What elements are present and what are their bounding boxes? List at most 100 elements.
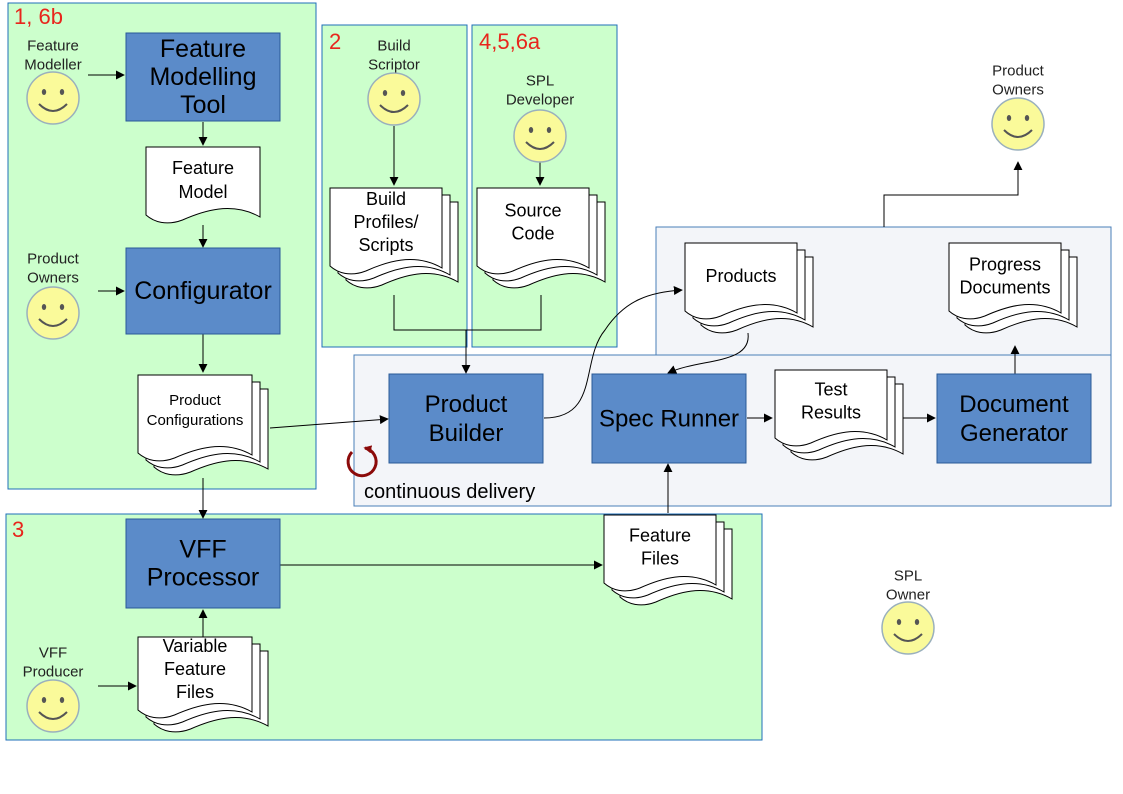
process-box	[125, 247, 281, 335]
feature-model-label-line: Feature	[172, 158, 234, 178]
connectors	[88, 70, 1023, 691]
continuous-delivery-label: continuous delivery	[364, 481, 535, 503]
spl-developer-label-line: Developer	[506, 91, 574, 108]
products-label-line: Products	[705, 266, 776, 286]
region-label-vff: 3	[12, 517, 24, 542]
smiley-face-icon	[26, 286, 80, 340]
vff-producer-actor: VFF Producer	[23, 644, 84, 733]
document-sheet	[476, 187, 590, 275]
test-results-label-line: Test	[814, 380, 847, 400]
feature-modelling-tool-label-line: Feature	[160, 35, 246, 63]
development-region	[471, 24, 618, 348]
test-results-label-line: Results	[801, 403, 861, 423]
spl-owner-label-line: Owner	[886, 586, 930, 603]
build-profiles-label-line: Scripts	[358, 235, 413, 255]
product-configurations-label-line: Product	[169, 392, 222, 409]
document-generator-label-line: Generator	[960, 420, 1068, 447]
feature-modeller-label-line: Modeller	[24, 56, 82, 73]
connector-build-source-join	[393, 295, 542, 331]
process-box	[125, 32, 281, 122]
spec-runner-process: Spec Runner	[591, 373, 747, 464]
document-sheet	[603, 514, 717, 592]
document-sheet	[145, 146, 261, 224]
reload-icon	[346, 445, 378, 478]
process-box	[591, 373, 747, 464]
vff-processor-label-line: Processor	[147, 564, 260, 592]
feature-modelling-tool-label-line: Tool	[180, 91, 226, 119]
feature-files-label-line: Files	[641, 549, 679, 569]
product-configurations-label-line: Configurations	[147, 412, 244, 429]
product-builder-label-line: Product	[425, 391, 508, 418]
feature-model-label-line: Model	[178, 182, 227, 202]
vff-producer-label-line: Producer	[23, 663, 84, 680]
build-profiles-label-line: Profiles/	[353, 212, 418, 232]
document-sheet	[948, 242, 1062, 320]
source-code-label-line: Code	[511, 224, 554, 244]
variable-feature-files-label-line: Files	[176, 682, 214, 702]
spl-developer-label-line: SPL	[526, 72, 554, 89]
smiley-face-icon	[26, 679, 80, 733]
smiley-face-icon	[991, 97, 1045, 151]
smiley-face-icon	[26, 71, 80, 125]
spl-owner-actor: SPL Owner	[881, 567, 935, 655]
spl-developer-label: SPL Developer	[506, 72, 574, 108]
document-sheet	[774, 369, 888, 447]
process-box	[125, 518, 281, 609]
arrow-cd-to-product-owners	[883, 161, 1023, 227]
document-sheet	[137, 374, 253, 462]
arrow-products-to-specrunner	[667, 332, 749, 374]
document-sheet	[329, 187, 443, 275]
region-label-development: 4,5,6a	[479, 29, 541, 54]
configurator-label-line: Configurator	[134, 277, 272, 305]
feature-modelling-tool-label-line: Modelling	[149, 63, 256, 91]
vff-processor-label-line: VFF	[179, 536, 226, 564]
arrow-configs-to-builder	[269, 415, 389, 429]
product-builder-label-line: Builder	[429, 420, 504, 447]
build-scriptor-label-line: Scriptor	[368, 56, 420, 73]
build-profiles-label-line: Build	[366, 189, 406, 209]
product-owners-left-label-line: Product	[27, 250, 80, 267]
product-owners-right-label-line: Product	[992, 62, 1045, 79]
process-box	[388, 373, 544, 464]
spl-owner-label-line: SPL	[894, 567, 922, 584]
spl-developer-actor: SPL Developer	[506, 72, 574, 163]
vff-producer-label-line: VFF	[39, 644, 67, 661]
region-label-build: 2	[329, 29, 341, 54]
product-owners-right-label-line: Owners	[992, 81, 1044, 98]
spl-owner-label: SPL Owner	[886, 567, 930, 603]
smiley-face-icon	[513, 109, 567, 163]
feature-files-label-line: Feature	[629, 526, 691, 546]
products-document: Products	[684, 242, 814, 334]
spec-runner-label: Spec Runner	[599, 405, 739, 432]
variable-feature-files-label-line: Feature	[164, 659, 226, 679]
feature-modeller-label-line: Feature	[27, 37, 79, 54]
progress-documents-label-line: Progress	[969, 255, 1041, 275]
